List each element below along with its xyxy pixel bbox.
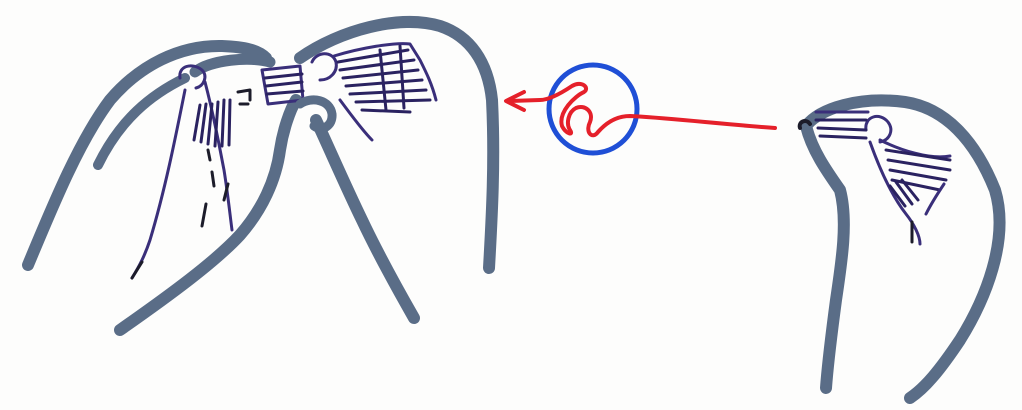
single-hand-fingertip bbox=[866, 116, 891, 142]
motion-circle bbox=[549, 65, 637, 153]
center-pleat-lines bbox=[265, 74, 303, 94]
left-hand-thumb-outline bbox=[195, 59, 270, 72]
right-hand-figure bbox=[800, 100, 1000, 398]
center-fingertip-loop bbox=[312, 54, 336, 80]
right-hand-inner-arm bbox=[316, 120, 414, 318]
left-pleat-hatching bbox=[194, 100, 230, 146]
left-hand-outer-outline bbox=[28, 46, 266, 265]
motion-indicator bbox=[506, 65, 775, 153]
right-fan-underside bbox=[340, 100, 372, 140]
left-paper-edge bbox=[132, 90, 185, 278]
left-hands-figure bbox=[28, 22, 493, 330]
center-small-bracket bbox=[238, 90, 250, 104]
single-hand-inner-arm bbox=[806, 126, 844, 388]
